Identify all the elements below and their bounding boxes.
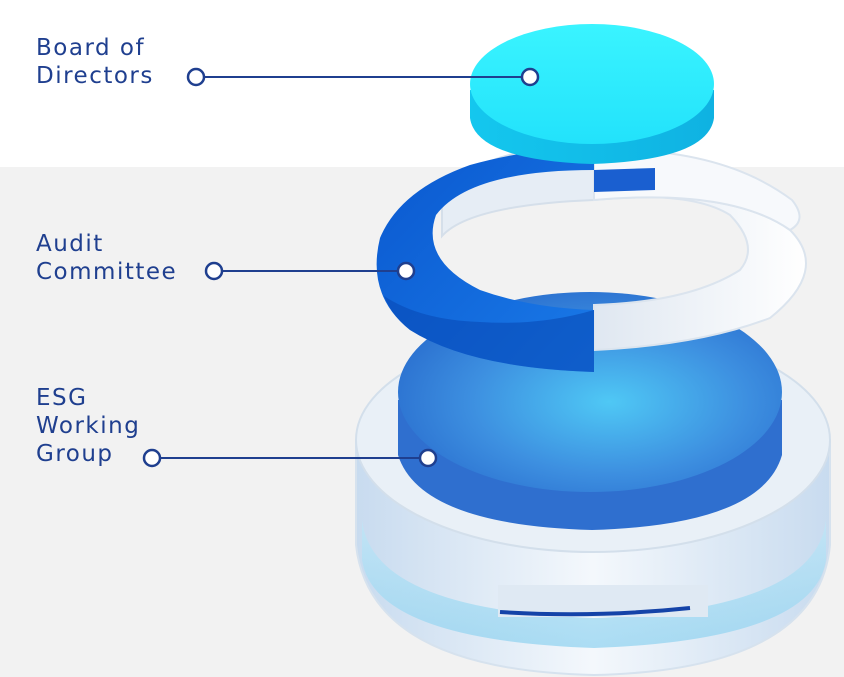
connector-esg (142, 448, 438, 468)
connector-esg-start-dot (142, 448, 162, 468)
board-of-directors-label: Board of Directors (36, 35, 154, 89)
connector-board (186, 67, 540, 87)
esg-working-group-cylinder (355, 292, 831, 677)
esg-working-group-label: ESG Working Group (36, 385, 141, 467)
board-of-directors-disc (470, 24, 714, 164)
connector-esg-end-dot (418, 448, 438, 468)
connector-audit (204, 261, 416, 281)
connector-audit-end-dot (396, 261, 416, 281)
connector-audit-start-dot (204, 261, 224, 281)
connector-board-start-dot (186, 67, 206, 87)
audit-committee-ring (376, 147, 807, 372)
connector-board-end-dot (520, 67, 540, 87)
audit-committee-label: Audit Committee (36, 231, 178, 285)
